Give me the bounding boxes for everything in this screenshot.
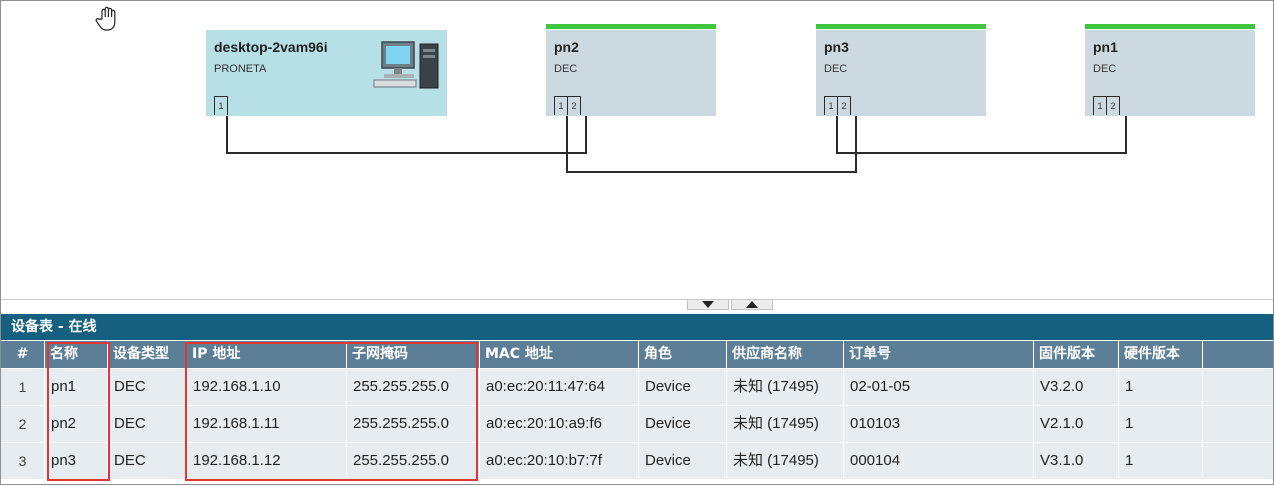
node-type: DEC — [554, 63, 578, 75]
cell-order-number: 010103 — [844, 406, 1034, 442]
node-pn3[interactable]: pn3 DEC 1 2 — [816, 24, 986, 116]
node-pn2[interactable]: pn2 DEC 1 2 — [546, 24, 716, 116]
triangle-up-icon — [746, 301, 758, 308]
column-header-vendor-name[interactable]: 供应商名称 — [727, 341, 844, 368]
status-bar — [546, 24, 716, 29]
node-name: pn3 — [824, 39, 849, 55]
node-type: DEC — [824, 63, 848, 75]
port-1[interactable]: 1 — [218, 101, 224, 111]
column-header-role[interactable]: 角色 — [639, 341, 727, 368]
cell-order-number: 000104 — [844, 443, 1034, 479]
cell-vendor-name: 未知 (17495) — [727, 406, 844, 442]
node-name: pn2 — [554, 39, 579, 55]
cell-index: 2 — [1, 406, 45, 442]
device-table-title: 设备表 - 在线 — [1, 314, 1273, 340]
cell-subnet-mask[interactable]: 255.255.255.0 — [347, 443, 480, 479]
port-2[interactable]: 2 — [567, 97, 580, 115]
cell-hardware-version: 1 — [1119, 443, 1203, 479]
cell-firmware-version: V2.1.0 — [1034, 406, 1119, 442]
node-type: DEC — [1093, 63, 1117, 75]
node-type: PRONETA — [214, 63, 267, 75]
table-row[interactable]: 1 pn1 DEC 192.168.1.10 255.255.255.0 a0:… — [1, 369, 1273, 406]
triangle-down-icon — [702, 301, 714, 308]
cell-ip-address[interactable]: 192.168.1.12 — [187, 443, 347, 479]
cell-device-type: DEC — [108, 369, 187, 405]
cell-ip-address[interactable]: 192.168.1.11 — [187, 406, 347, 442]
cell-vendor-name: 未知 (17495) — [727, 443, 844, 479]
cell-mac-address: a0:ec:20:11:47:64 — [480, 369, 639, 405]
node-pn1[interactable]: pn1 DEC 1 2 — [1085, 24, 1255, 116]
hand-cursor-icon — [95, 6, 116, 31]
cell-name: pn3 — [45, 443, 108, 479]
cell-filler — [1203, 369, 1273, 405]
column-header-subnet-mask[interactable]: 子网掩码 — [347, 341, 480, 368]
column-header-filler — [1203, 341, 1273, 368]
status-bar — [816, 24, 986, 29]
cell-subnet-mask[interactable]: 255.255.255.0 — [347, 406, 480, 442]
cell-device-type: DEC — [108, 443, 187, 479]
device-table-panel: 设备表 - 在线 # 名称 设备类型 IP 地址 子网掩码 MAC 地址 角色 … — [1, 314, 1273, 484]
node-name: desktop-2vam96i — [214, 39, 328, 55]
table-row[interactable]: 3 pn3 DEC 192.168.1.12 255.255.255.0 a0:… — [1, 443, 1273, 480]
cell-order-number: 02-01-05 — [844, 369, 1034, 405]
cell-role: Device — [639, 406, 727, 442]
column-header-index[interactable]: # — [1, 341, 45, 368]
cell-index: 3 — [1, 443, 45, 479]
port-1[interactable]: 1 — [558, 101, 564, 111]
column-header-hardware-version[interactable]: 硬件版本 — [1119, 341, 1203, 368]
panel-splitter[interactable] — [1, 299, 1273, 312]
cell-name: pn1 — [45, 369, 108, 405]
cell-device-type: DEC — [108, 406, 187, 442]
cell-mac-address: a0:ec:20:10:a9:f6 — [480, 406, 639, 442]
cell-hardware-version: 1 — [1119, 406, 1203, 442]
topology-view: desktop-2vam96i PRONETA 1 pn2 DEC 1 — [1, 1, 1273, 299]
cell-mac-address: a0:ec:20:10:b7:7f — [480, 443, 639, 479]
node-name: pn1 — [1093, 39, 1118, 55]
collapse-down-button[interactable] — [687, 300, 729, 310]
column-header-name[interactable]: 名称 — [45, 341, 108, 368]
cell-role: Device — [639, 369, 727, 405]
port-group: 1 2 — [1093, 96, 1120, 115]
cell-firmware-version: V3.1.0 — [1034, 443, 1119, 479]
cell-name: pn2 — [45, 406, 108, 442]
node-desktop[interactable]: desktop-2vam96i PRONETA 1 — [206, 30, 447, 116]
cell-filler — [1203, 406, 1273, 442]
port-1[interactable]: 1 — [1097, 101, 1103, 111]
link-desktop-pn2 — [226, 116, 587, 154]
table-row[interactable]: 2 pn2 DEC 192.168.1.11 255.255.255.0 a0:… — [1, 406, 1273, 443]
topology-links — [226, 116, 1127, 173]
column-header-firmware-version[interactable]: 固件版本 — [1034, 341, 1119, 368]
column-header-device-type[interactable]: 设备类型 — [108, 341, 187, 368]
column-header-mac-address[interactable]: MAC 地址 — [480, 341, 639, 368]
status-bar — [1085, 24, 1255, 29]
port-1[interactable]: 1 — [828, 101, 834, 111]
cell-filler — [1203, 443, 1273, 479]
cell-firmware-version: V3.2.0 — [1034, 369, 1119, 405]
cell-hardware-version: 1 — [1119, 369, 1203, 405]
port-group: 1 — [214, 96, 228, 115]
link-pn2-pn3 — [566, 116, 857, 173]
port-2[interactable]: 2 — [837, 97, 850, 115]
port-2[interactable]: 2 — [1106, 97, 1119, 115]
cell-ip-address[interactable]: 192.168.1.10 — [187, 369, 347, 405]
link-pn3-pn1 — [836, 116, 1127, 154]
column-header-order-number[interactable]: 订单号 — [844, 341, 1034, 368]
port-group: 1 2 — [824, 96, 851, 115]
table-header: # 名称 设备类型 IP 地址 子网掩码 MAC 地址 角色 供应商名称 订单号… — [1, 341, 1273, 368]
cell-subnet-mask[interactable]: 255.255.255.0 — [347, 369, 480, 405]
cell-vendor-name: 未知 (17495) — [727, 369, 844, 405]
cell-index: 1 — [1, 369, 45, 405]
column-header-ip-address[interactable]: IP 地址 — [187, 341, 347, 368]
computer-icon — [373, 41, 439, 89]
collapse-up-button[interactable] — [731, 300, 773, 310]
cell-role: Device — [639, 443, 727, 479]
port-group: 1 2 — [554, 96, 581, 115]
